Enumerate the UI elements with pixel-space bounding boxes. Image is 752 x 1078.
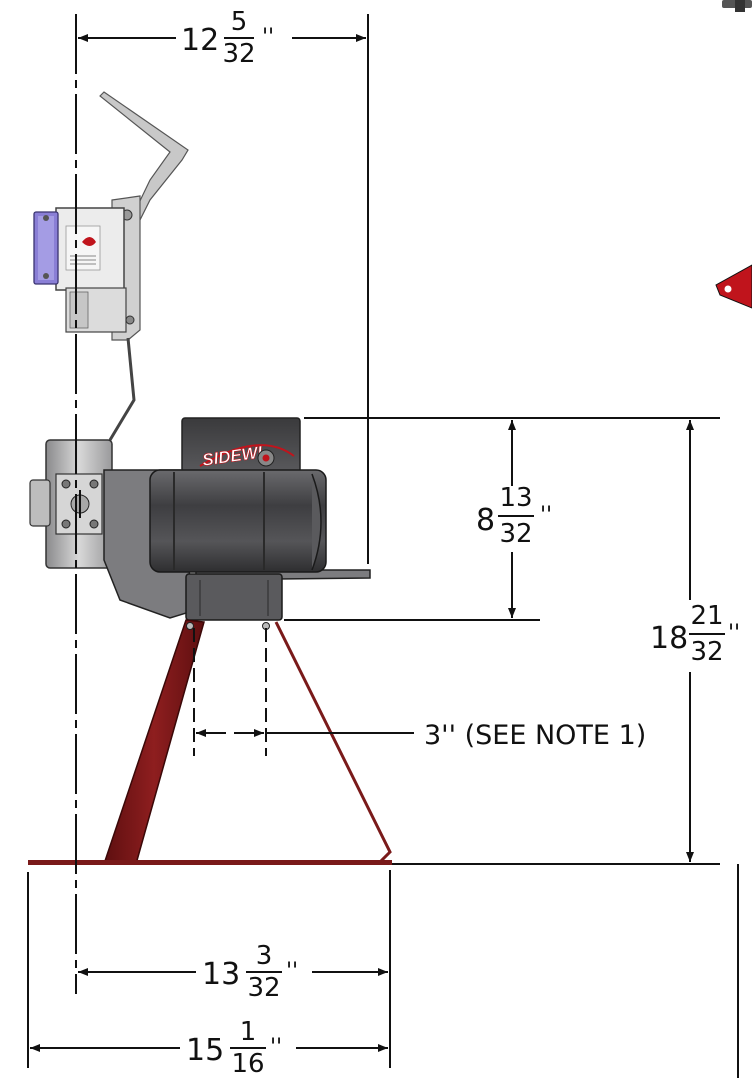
- dim-base-inner-num: 3: [256, 941, 273, 971]
- dim-total-height: 18 21 32 '': [650, 420, 740, 862]
- dim-motor-height-den: 32: [499, 519, 532, 549]
- dim-total-height-num: 21: [690, 601, 723, 631]
- dim-motor-height: 8 13 32 '': [476, 420, 552, 618]
- dim-base-inner-den: 32: [247, 973, 280, 1003]
- dim-total-height-den: 32: [690, 637, 723, 667]
- stand: [28, 619, 392, 865]
- motor-body: [149, 469, 327, 573]
- dim-base-outer: 15 1 16 '': [30, 1017, 388, 1078]
- dim-top-width-whole: 12: [181, 23, 219, 58]
- dim-total-height-unit: '': [728, 621, 740, 646]
- dim-top-width-num: 5: [231, 7, 248, 37]
- dim-base-inner-whole: 13: [202, 957, 240, 992]
- dim-top-width-unit: '': [262, 25, 274, 50]
- extension-lines: [27, 14, 739, 1078]
- red-fragment-shape: [715, 264, 752, 309]
- dim-motor-height-whole: 8: [476, 503, 495, 538]
- dim-base-outer-num: 1: [240, 1017, 257, 1047]
- control-box-assembly: [33, 91, 189, 441]
- note-callout: 3'' (SEE NOTE 1): [424, 720, 646, 751]
- red-fragment-hole: [724, 285, 732, 293]
- dim-base-inner: 13 3 32 '': [78, 941, 388, 1003]
- dim-base-outer-den: 16: [231, 1049, 264, 1078]
- junction-box: SIDEWI: [181, 417, 301, 475]
- dim-bolt-spacing: 3'' (SEE NOTE 1): [196, 720, 646, 751]
- dim-total-height-whole: 18: [650, 621, 688, 656]
- dim-base-inner-unit: '': [286, 959, 298, 984]
- dim-motor-height-unit: '': [540, 503, 552, 528]
- dim-top-width-den: 32: [222, 39, 255, 69]
- dim-base-outer-whole: 15: [186, 1033, 224, 1068]
- dim-base-outer-unit: '': [270, 1035, 282, 1060]
- dim-top-width: 12 5 32 '': [78, 7, 366, 69]
- dim-motor-height-num: 13: [499, 483, 532, 513]
- motor-saddle: [185, 573, 283, 621]
- corner-fragment-icon: [722, 0, 752, 12]
